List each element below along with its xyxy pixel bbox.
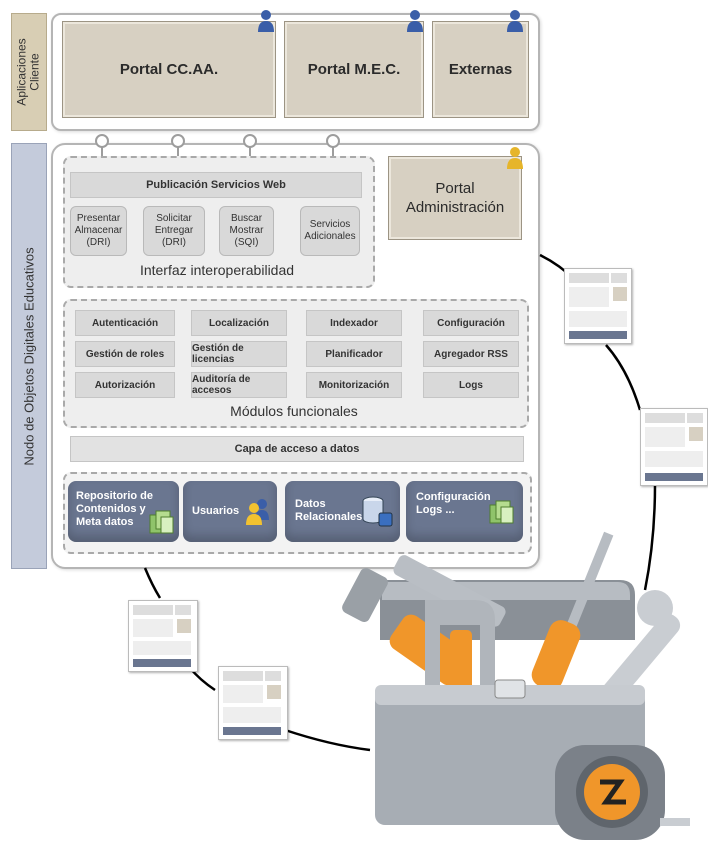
service-solicitar[interactable]: Solicitar Entregar (DRI) [143, 206, 205, 256]
user-icon [407, 10, 423, 32]
store-label: Datos Relacionales [295, 498, 363, 523]
portal-externas[interactable]: Externas [432, 21, 529, 118]
portal-ccaa[interactable]: Portal CC.AA. [62, 21, 276, 118]
connector [95, 134, 109, 148]
client-apps-tab: Aplicaciones Cliente [11, 13, 47, 131]
module-item[interactable]: Auditoría de accesos [191, 372, 287, 398]
user-icon [507, 10, 523, 32]
diagram-thumbnail [218, 666, 288, 740]
module-item[interactable]: Localización [191, 310, 287, 336]
admin-user-icon [507, 147, 523, 169]
service-label: Solicitar Entregar (DRI) [154, 213, 194, 248]
portal-mec[interactable]: Portal M.E.C. [284, 21, 424, 118]
admin-portal-label: Portal Administración [405, 180, 505, 216]
service-label: Servicios Adicionales [304, 219, 356, 242]
connector-line [101, 140, 103, 156]
module-item[interactable]: Gestión de licencias [191, 341, 287, 367]
diagram-thumbnail [128, 600, 198, 672]
database-icon [362, 496, 393, 527]
diagram-thumbnail [564, 268, 632, 344]
store-repositorio[interactable]: Repositorio de Contenidos y Meta datos [68, 481, 179, 542]
documents-icon [489, 500, 514, 524]
users-icon [246, 499, 269, 525]
service-label: Buscar Mostrar (SQI) [229, 213, 264, 248]
module-item[interactable]: Autenticación [75, 310, 175, 336]
data-access-bar: Capa de acceso a datos [70, 436, 524, 462]
connector [171, 134, 185, 148]
store-label: Configuración Logs ... [416, 491, 491, 516]
service-adicionales[interactable]: Servicios Adicionales [300, 206, 360, 256]
user-icon [258, 10, 274, 32]
admin-portal[interactable]: Portal Administración [388, 156, 522, 240]
module-item[interactable]: Configuración [423, 310, 519, 336]
portal-externas-label: Externas [448, 61, 513, 78]
store-label: Repositorio de Contenidos y Meta datos [76, 490, 154, 528]
connector [243, 134, 257, 148]
toolbox-illustration [342, 531, 690, 840]
module-item[interactable]: Planificador [306, 341, 402, 367]
module-item[interactable]: Monitorización [306, 372, 402, 398]
service-label: Presentar Almacenar (DRI) [74, 213, 123, 248]
connector-line [332, 140, 334, 156]
module-item[interactable]: Gestión de roles [75, 341, 175, 367]
store-label: Usuarios [192, 505, 240, 517]
module-item[interactable]: Autorización [75, 372, 175, 398]
node-tab: Nodo de Objetos Digitales Educativos [11, 143, 47, 569]
modules-caption: Módulos funcionales [230, 403, 358, 419]
store-usuarios[interactable]: Usuarios [183, 481, 277, 542]
diagram-thumbnail [640, 408, 708, 486]
store-configuracion[interactable]: Configuración Logs ... [406, 481, 523, 542]
interop-caption: Interfaz interoperabilidad [139, 262, 295, 278]
service-presentar[interactable]: Presentar Almacenar (DRI) [70, 206, 127, 256]
connector [326, 134, 340, 148]
store-datos[interactable]: Datos Relacionales [285, 481, 400, 542]
data-access-label: Capa de acceso a datos [234, 443, 360, 455]
portal-ccaa-label: Portal CC.AA. [119, 61, 219, 78]
module-item[interactable]: Agregador RSS [423, 341, 519, 367]
module-item[interactable]: Logs [423, 372, 519, 398]
web-services-bar: Publicación Servicios Web [70, 172, 362, 198]
module-item[interactable]: Indexador [306, 310, 402, 336]
web-services-label: Publicación Servicios Web [146, 179, 286, 191]
portal-mec-label: Portal M.E.C. [307, 61, 401, 78]
documents-icon [149, 510, 174, 534]
service-buscar[interactable]: Buscar Mostrar (SQI) [219, 206, 274, 256]
connector-line [249, 140, 251, 156]
connector-line [177, 140, 179, 156]
